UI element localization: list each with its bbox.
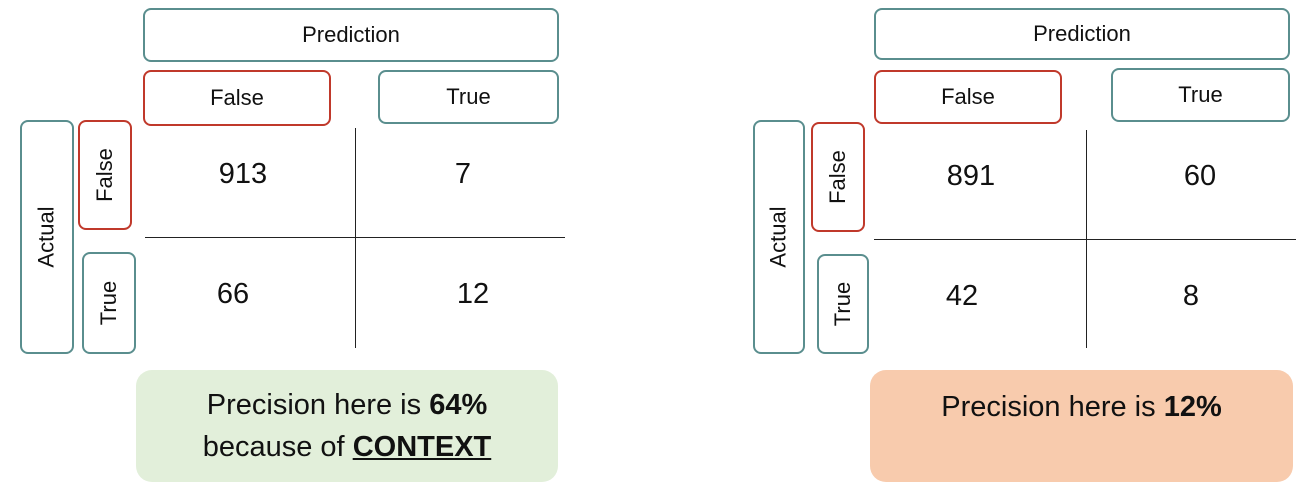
actual-header: Actual [20,120,74,354]
precision-prefix: Precision here is [941,391,1164,423]
cell-false-true: 7 [454,158,472,190]
grid-vertical-line [355,128,356,348]
actual-false-header: False [78,120,132,230]
cell-false-true: 60 [1183,160,1217,192]
prediction-false-label: False [210,85,264,110]
cell-false-false: 891 [946,160,996,192]
actual-label: Actual [766,206,791,268]
context-emphasis: CONTEXT [352,431,492,463]
precision-value: 12% [1163,391,1222,423]
cell-true-false: 42 [945,280,979,312]
precision-prefix: Precision here is [206,389,430,421]
context-line: because of CONTEXT [203,426,492,468]
cell-true-true: 8 [1182,280,1200,312]
actual-false-label: False [825,150,851,204]
actual-true-header: True [817,254,869,354]
precision-line: Precision here is 64% [207,384,487,426]
cell-true-false: 66 [216,278,250,310]
actual-true-label: True [829,281,855,327]
cell-false-false: 913 [218,158,268,190]
prediction-true-label: True [446,84,491,109]
confusion-matrix-left: Prediction False True Actual False True … [0,0,600,494]
prediction-true-label: True [1178,82,1223,107]
precision-result-box: Precision here is 12% [870,370,1293,482]
prediction-false-header: False [143,70,331,126]
prediction-true-header: True [1111,68,1290,122]
precision-line: Precision here is 12% [941,386,1221,428]
context-prefix: because of [202,431,353,463]
cell-true-true: 12 [456,278,490,310]
prediction-label: Prediction [1033,21,1131,46]
prediction-header: Prediction [874,8,1290,60]
grid-horizontal-line [874,239,1296,240]
prediction-false-label: False [941,84,995,109]
actual-header: Actual [753,120,805,354]
actual-false-header: False [811,122,865,232]
precision-result-box: Precision here is 64% because of CONTEXT [136,370,558,482]
prediction-false-header: False [874,70,1062,124]
grid-horizontal-line [145,237,565,238]
confusion-matrix-right: Prediction False True Actual False True … [731,0,1304,494]
prediction-header: Prediction [143,8,559,62]
actual-true-header: True [82,252,136,354]
precision-value: 64% [429,389,488,421]
prediction-true-header: True [378,70,559,124]
actual-true-label: True [95,280,121,326]
actual-label: Actual [34,206,59,268]
actual-false-label: False [92,148,118,202]
prediction-label: Prediction [302,22,400,47]
